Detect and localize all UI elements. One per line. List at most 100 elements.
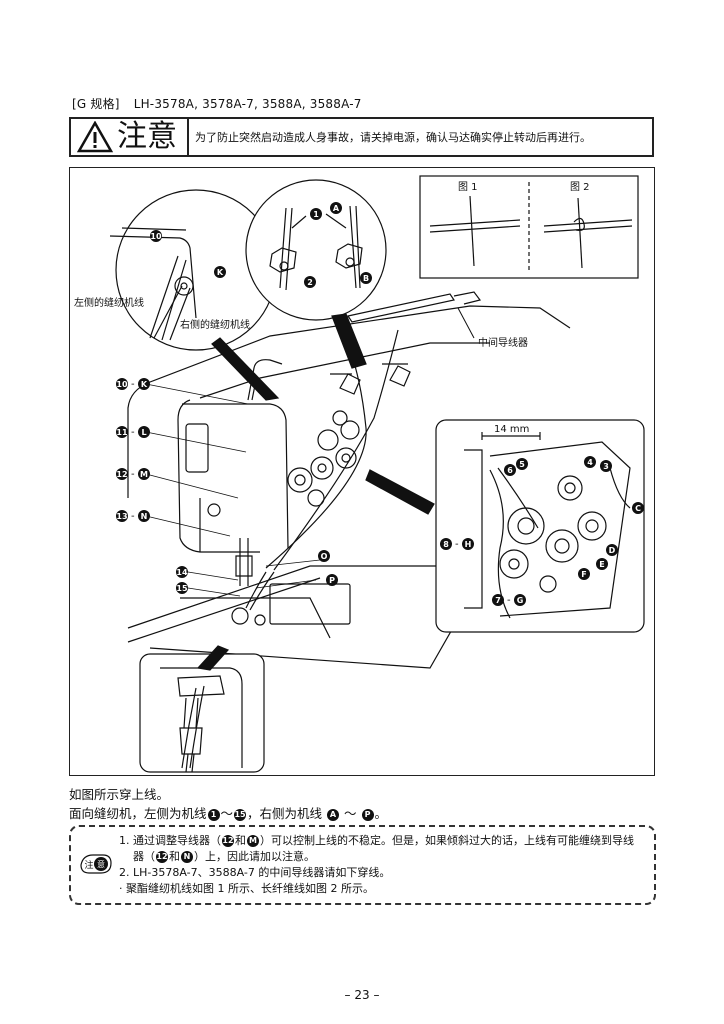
badge-10-left: 10	[116, 378, 128, 390]
svg-text:12: 12	[116, 470, 127, 479]
svg-text:B: B	[363, 274, 369, 283]
svg-text:10: 10	[150, 232, 162, 241]
badge-inline-A: A	[327, 809, 340, 821]
svg-text:7: 7	[495, 596, 501, 605]
svg-text:P: P	[329, 576, 335, 585]
svg-text:10: 10	[116, 380, 128, 389]
dimension-label: 14 mm	[494, 424, 529, 435]
svg-text:14: 14	[176, 568, 188, 577]
caution-box: 注意 为了防止突然启动造成人身事故，请关掉电源，确认马达确实停止转动后再进行。	[69, 117, 654, 157]
badge-6-right: 6	[504, 464, 516, 476]
badge-D-right: D	[606, 544, 618, 556]
badge-B-top: B	[360, 272, 372, 284]
svg-text:H: H	[465, 540, 472, 549]
svg-text:A: A	[333, 204, 340, 213]
svg-text:3: 3	[603, 462, 609, 471]
svg-text:G: G	[517, 596, 524, 605]
badge-C-right: C	[632, 502, 644, 514]
badge-K-left: K	[138, 378, 150, 390]
svg-text:8: 8	[443, 540, 449, 549]
svg-text:O: O	[321, 552, 328, 561]
caution-text: 为了防止突然启动造成人身事故，请关掉电源，确认马达确实停止转动后再进行。	[195, 131, 591, 144]
badge-H-right: H	[462, 538, 474, 550]
badge-inline-12b: 12	[156, 851, 168, 863]
note-hand-icon: 注 意	[80, 854, 112, 874]
svg-text:K: K	[141, 380, 148, 389]
badge-K-topleft: K	[214, 266, 226, 278]
svg-text:F: F	[581, 570, 586, 579]
range-sign: ～	[220, 806, 234, 821]
svg-text:L: L	[141, 428, 146, 437]
badge-1-top: 1	[310, 208, 322, 220]
callout-badges: 10 K 1 A 2 B 10 - K 11 - L 12 - M 13 - N…	[116, 202, 644, 606]
middle-guide-label: 中间导线器	[478, 336, 528, 349]
badge-10-topleft: 10	[150, 230, 162, 242]
badge-E-right: E	[596, 558, 608, 570]
badge-14: 14	[176, 566, 188, 578]
badge-8-right: 8	[440, 538, 452, 550]
badge-P: P	[326, 574, 338, 586]
spec-tag: [G 规格]	[72, 97, 120, 111]
badge-3-right: 3	[600, 460, 612, 472]
badge-L-left: L	[138, 426, 150, 438]
svg-text:15: 15	[176, 584, 188, 593]
badge-15: 15	[176, 582, 188, 594]
svg-text:-: -	[131, 469, 135, 480]
right-thread-label: 右侧的缝纫机线	[180, 318, 250, 331]
threading-diagram-svg: 图 1 图 2 中间导线器 14 mm	[74, 175, 645, 773]
badge-inline-P: P	[361, 809, 374, 821]
badge-12-left: 12	[116, 468, 128, 480]
svg-text:-: -	[131, 427, 135, 438]
instruction-line-1: 如图所示穿上线。	[69, 787, 170, 802]
svg-text:N: N	[141, 512, 148, 521]
caution-header: 注意	[71, 119, 189, 155]
svg-text:意: 意	[97, 859, 105, 869]
badge-inline-1: 1	[207, 809, 220, 821]
svg-text:K: K	[217, 268, 224, 277]
svg-text:-: -	[131, 379, 135, 390]
svg-text:5: 5	[519, 460, 525, 469]
badge-G-right: G	[514, 594, 526, 606]
svg-text:-: -	[455, 539, 459, 550]
svg-text:6: 6	[507, 466, 513, 475]
svg-text:1: 1	[313, 210, 319, 219]
badge-M-left: M	[138, 468, 150, 480]
badge-4-right: 4	[584, 456, 596, 468]
svg-text:4: 4	[587, 458, 593, 467]
badge-N-left: N	[138, 510, 150, 522]
badge-13-left: 13	[116, 510, 128, 522]
svg-text:注: 注	[84, 859, 93, 871]
badge-5-right: 5	[516, 458, 528, 470]
left-thread-label: 左侧的缝纫机线	[74, 296, 144, 309]
svg-text:11: 11	[116, 428, 128, 437]
fig2-label: 图 2	[570, 181, 590, 193]
badge-11-left: 11	[116, 426, 128, 438]
warning-triangle-icon	[77, 121, 113, 153]
badge-2-top: 2	[304, 276, 316, 288]
range-sign: ～	[344, 806, 357, 821]
note-item-3: · 聚酯缝纫机线如图 1 所示、长纤维线如图 2 所示。	[119, 882, 374, 895]
svg-text:13: 13	[116, 512, 127, 521]
instruction-text: 面向缝纫机，左侧为机线	[69, 806, 207, 821]
badge-inline-15: 15	[234, 809, 247, 821]
note-item-2: 2. LH-3578A-7、3588A-7 的中间导线器请如下穿线。	[119, 866, 391, 879]
svg-text:-: -	[507, 595, 511, 606]
caution-word: 注意	[117, 119, 177, 154]
svg-text:C: C	[635, 504, 641, 513]
fig1-label: 图 1	[458, 181, 478, 193]
spec-line: [G 规格]LH-3578A, 3578A-7, 3588A, 3588A-7	[72, 95, 362, 112]
badge-A-top: A	[330, 202, 342, 214]
svg-text:D: D	[609, 546, 616, 555]
svg-text:E: E	[599, 560, 604, 569]
badge-inline-M: M	[247, 835, 259, 847]
badge-inline-N: N	[181, 851, 193, 863]
threading-diagram: 图 1 图 2 中间导线器 14 mm	[69, 167, 655, 776]
svg-text:2: 2	[307, 278, 313, 287]
punctuation: 。	[374, 806, 388, 821]
svg-text:-: -	[131, 511, 135, 522]
